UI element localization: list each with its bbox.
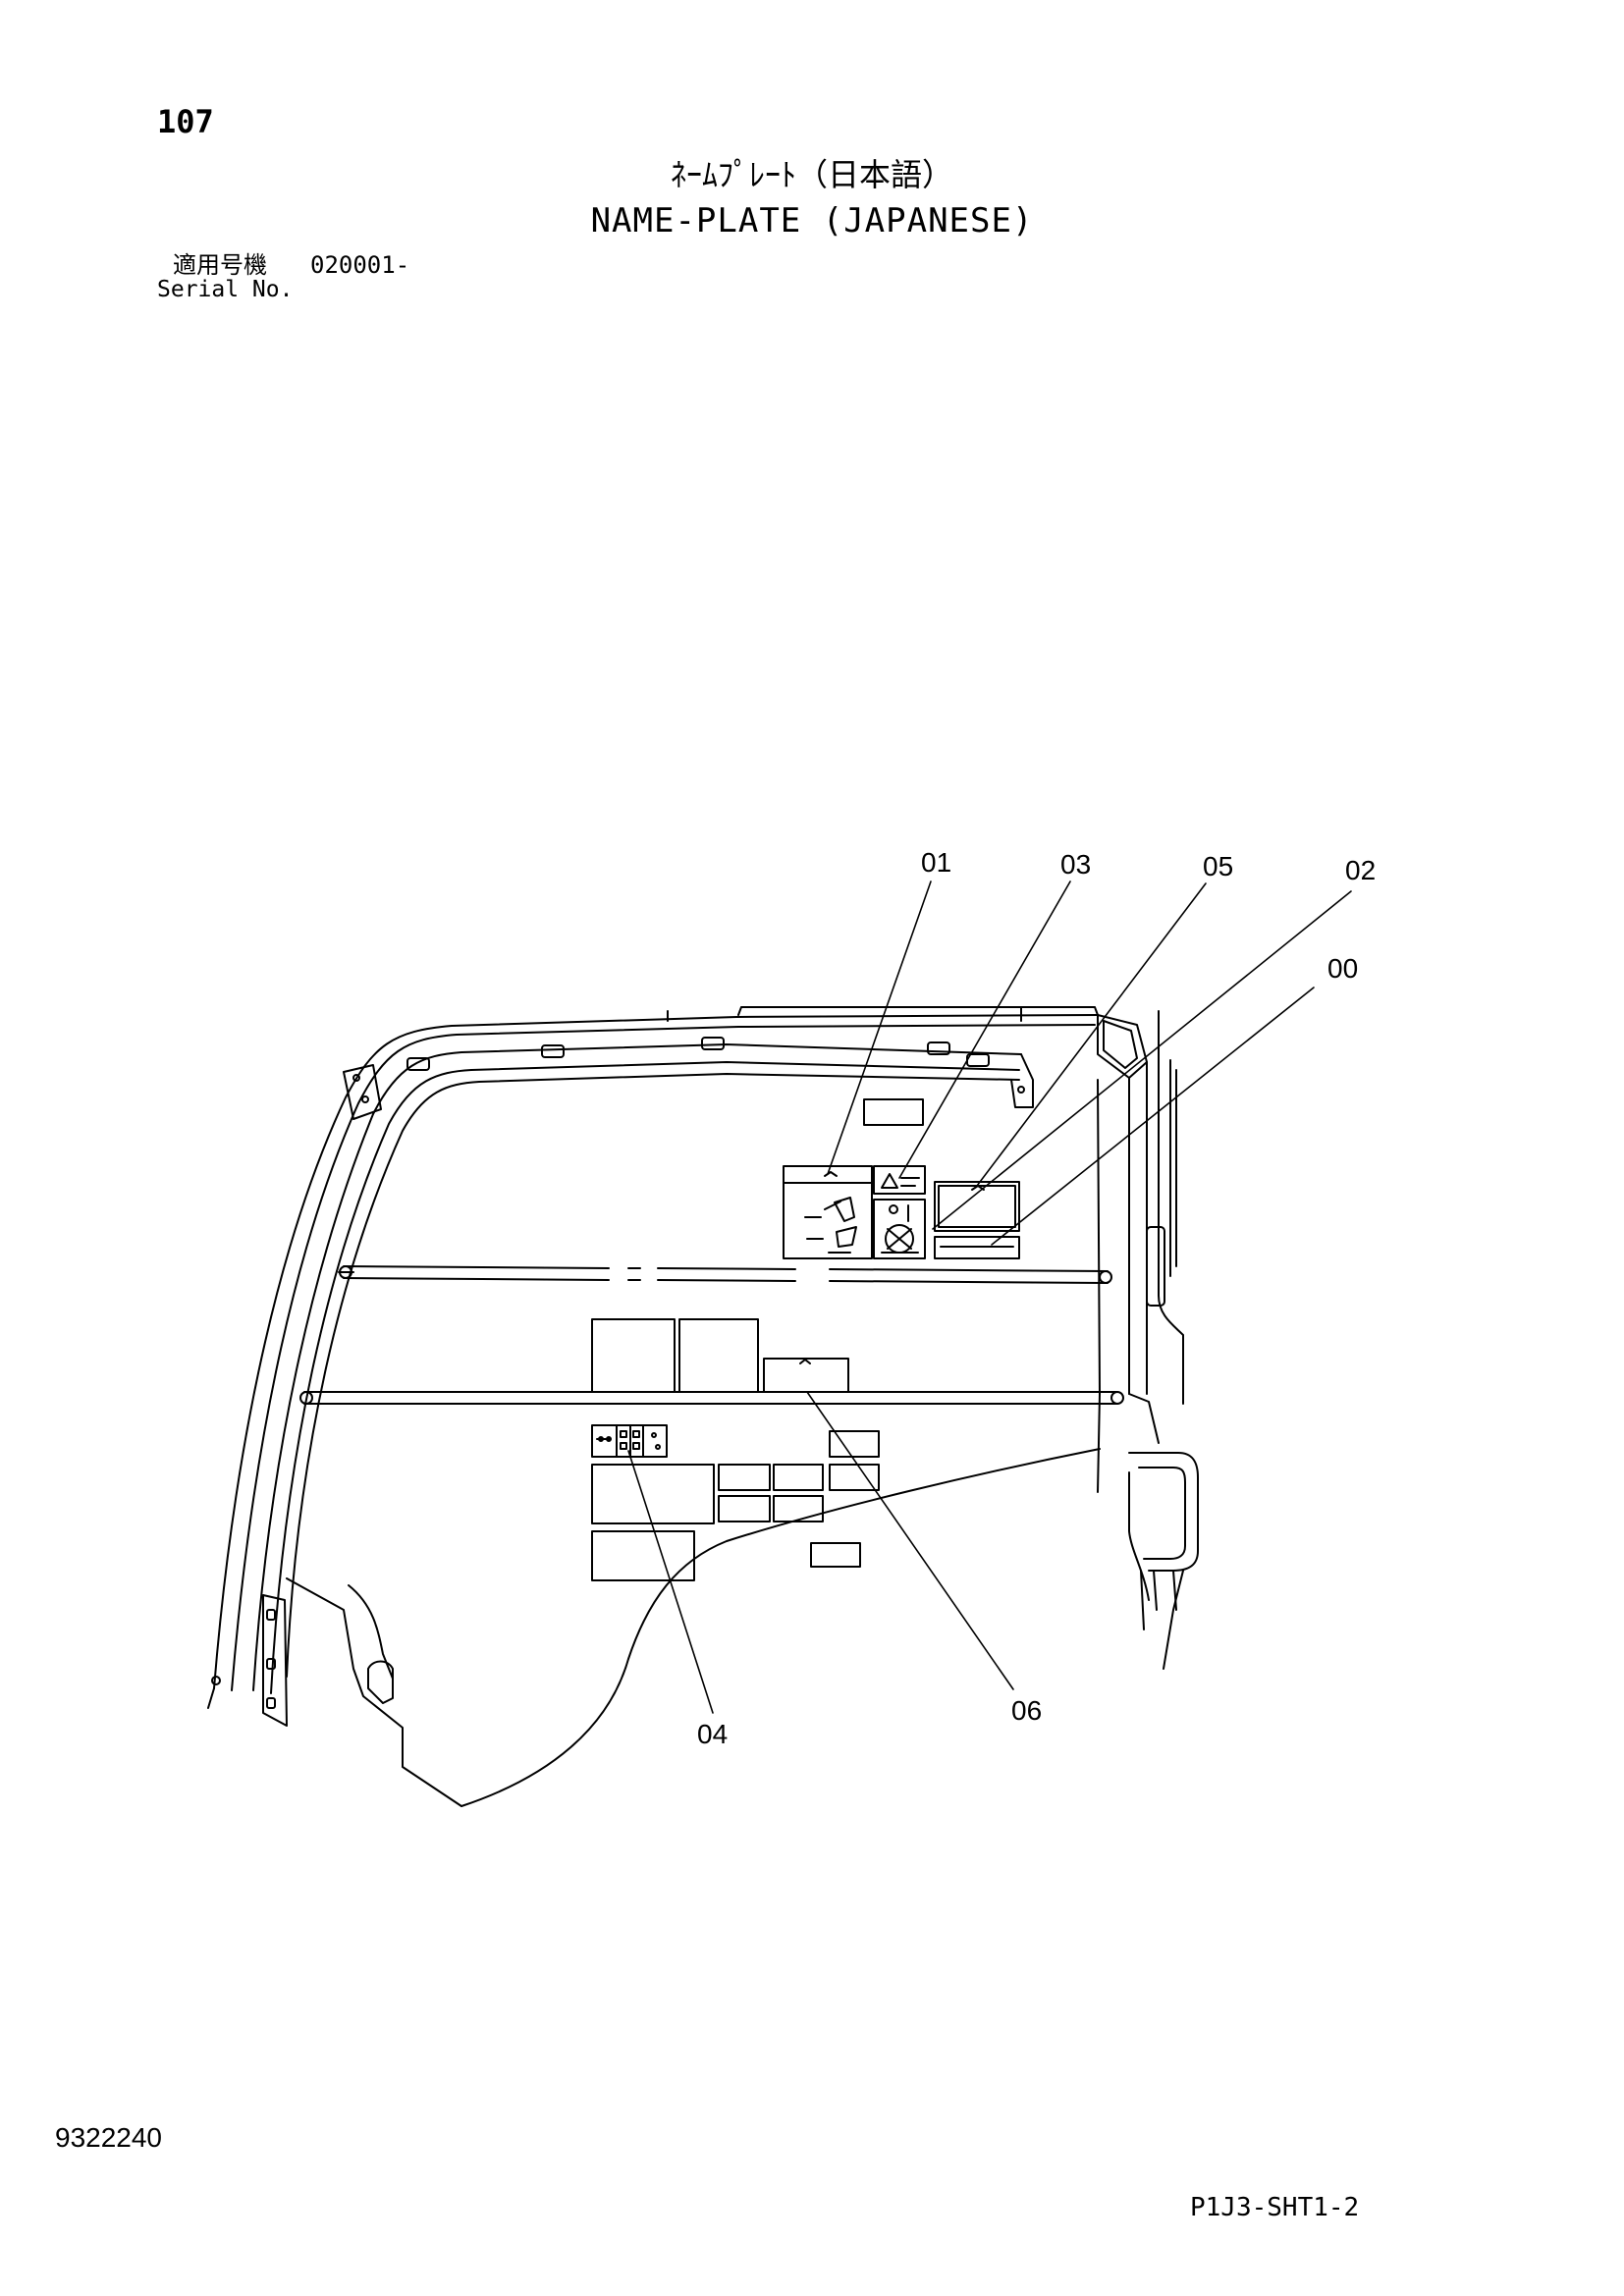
lower-plates xyxy=(591,1430,880,1581)
plate-03 xyxy=(873,1165,926,1195)
instruction-plates xyxy=(591,1318,849,1393)
callout-00: 00 xyxy=(1327,953,1358,984)
page-number: 107 xyxy=(157,103,214,140)
plate-05 xyxy=(934,1181,1020,1232)
serial-value: 020001- xyxy=(310,251,410,279)
plate-04 xyxy=(591,1424,668,1458)
leader-lines xyxy=(627,881,1352,1714)
sheet-code: P1J3-SHT1-2 xyxy=(1190,2193,1360,2222)
title-japanese: ﾈｰﾑﾌﾟﾚｰﾄ（日本語） xyxy=(670,156,953,193)
right-pillar xyxy=(1097,1010,1199,1670)
plate-00 xyxy=(934,1236,1020,1259)
lower-grab-bar xyxy=(299,1391,1124,1405)
callout-03: 03 xyxy=(1060,849,1091,880)
plate-01 xyxy=(783,1165,873,1259)
callout-05: 05 xyxy=(1203,851,1233,881)
callout-06: 06 xyxy=(1011,1695,1042,1726)
serial-label-english: Serial No. xyxy=(157,277,294,302)
lower-panel xyxy=(207,1448,1101,1807)
serial-label-japanese: 適用号機 xyxy=(173,251,267,279)
callout-02: 02 xyxy=(1345,855,1376,885)
cab-frame xyxy=(213,1006,1099,1694)
callout-01: 01 xyxy=(921,847,951,878)
document-number: 9322240 xyxy=(55,2122,163,2153)
upper-grab-bar xyxy=(338,1265,1112,1284)
plate-prohibition xyxy=(873,1199,926,1259)
callout-04: 04 xyxy=(697,1719,728,1749)
upper-plate xyxy=(863,1098,924,1126)
title-english: NAME-PLATE (JAPANESE) xyxy=(590,201,1034,240)
